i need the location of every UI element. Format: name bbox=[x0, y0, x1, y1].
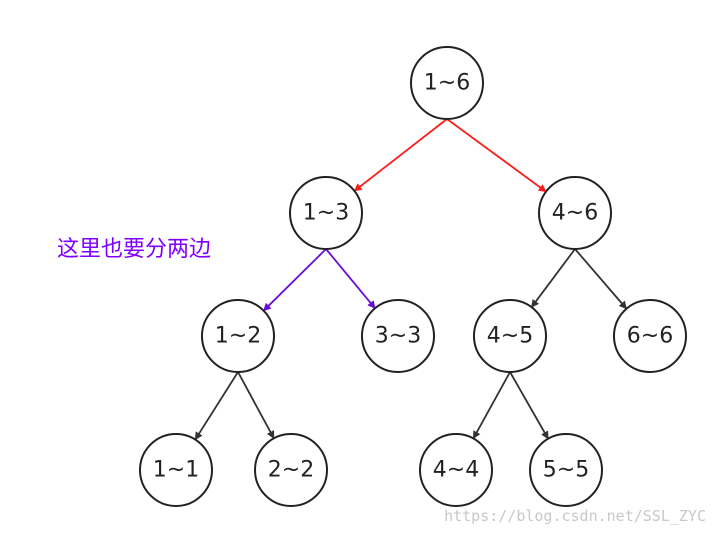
node-circle bbox=[613, 299, 687, 373]
nodes-layer: 1~6 1~3 4~6 1~2 3~3 4~5 6~6 1~1 2~2 4~4 5~5 bbox=[139, 46, 687, 507]
edge-n12-to-n11 bbox=[194, 371, 239, 441]
edge-n46-to-n66 bbox=[574, 248, 628, 310]
edge-n16-to-n13 bbox=[353, 118, 448, 192]
node-circle bbox=[201, 299, 275, 373]
node-label: 1~3 bbox=[303, 201, 349, 226]
edge-n45-to-n44 bbox=[472, 371, 511, 440]
node-label: 4~6 bbox=[552, 201, 598, 226]
node-label: 1~1 bbox=[153, 458, 199, 483]
edge-n13-to-n33 bbox=[325, 248, 376, 309]
tree-node-4-6: 4~6 bbox=[538, 176, 612, 250]
node-circle bbox=[473, 299, 547, 373]
node-circle bbox=[139, 433, 213, 507]
node-label: 3~3 bbox=[375, 324, 421, 349]
tree-node-5-5: 5~5 bbox=[529, 433, 603, 507]
node-circle bbox=[419, 433, 493, 507]
node-label: 2~2 bbox=[268, 458, 314, 483]
tree-node-6-6: 6~6 bbox=[613, 299, 687, 373]
edge-n12-to-n22 bbox=[237, 371, 275, 440]
edge-n13-to-n12 bbox=[262, 248, 327, 312]
tree-node-3-3: 3~3 bbox=[361, 299, 435, 373]
tree-node-1-1: 1~1 bbox=[139, 433, 213, 507]
node-label: 1~6 bbox=[424, 71, 470, 96]
node-circle bbox=[538, 176, 612, 250]
node-label: 6~6 bbox=[627, 324, 673, 349]
node-circle bbox=[410, 46, 484, 120]
edges-layer bbox=[194, 118, 628, 441]
node-label: 1~2 bbox=[215, 324, 261, 349]
node-circle bbox=[289, 176, 363, 250]
tree-node-2-2: 2~2 bbox=[254, 433, 328, 507]
node-circle bbox=[361, 299, 435, 373]
node-circle bbox=[529, 433, 603, 507]
watermark-text: https://blog.csdn.net/SSL_ZYC bbox=[444, 507, 706, 525]
tree-node-4-4: 4~4 bbox=[419, 433, 493, 507]
tree-node-1-6: 1~6 bbox=[410, 46, 484, 120]
node-label: 5~5 bbox=[543, 458, 589, 483]
node-label: 4~5 bbox=[487, 324, 533, 349]
tree-node-4-5: 4~5 bbox=[473, 299, 547, 373]
node-label: 4~4 bbox=[433, 458, 479, 483]
tree-node-1-3: 1~3 bbox=[289, 176, 363, 250]
annotation-text: 这里也要分两边 bbox=[57, 237, 212, 262]
edge-n16-to-n46 bbox=[446, 118, 547, 193]
edge-n45-to-n55 bbox=[509, 371, 549, 440]
edge-n46-to-n45 bbox=[530, 248, 576, 308]
node-circle bbox=[254, 433, 328, 507]
tree-node-1-2: 1~2 bbox=[201, 299, 275, 373]
